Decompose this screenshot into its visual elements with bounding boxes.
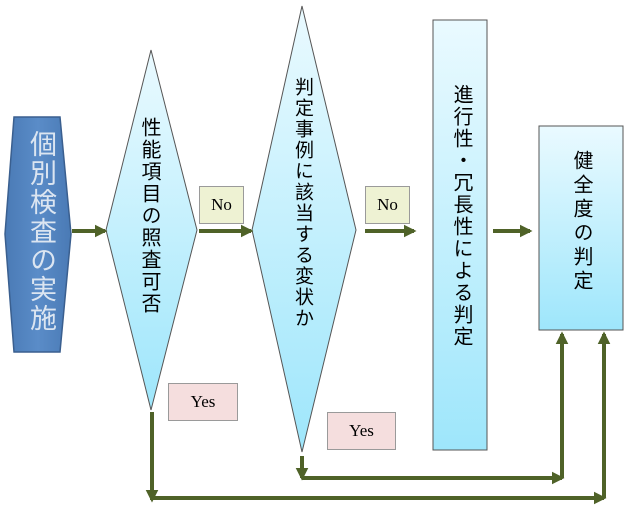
performance-check-label: 性能項目の照査可否 [138,117,162,315]
result-label: 健全度の判定 [570,150,594,294]
result-box-shape [538,125,624,331]
performance-check-decision-shape [105,49,198,411]
start-node-label: 個別検査の実施 [25,130,56,333]
progress-check-box-shape [432,19,488,451]
yes-label-1: Yes [168,383,238,421]
case-match-decision-shape [251,5,357,453]
start-node-shape [4,116,72,353]
progress-check-label: 進行性・冗長性による判定 [450,84,474,348]
yes-label-2: Yes [327,412,396,450]
no-label-1: No [199,186,244,224]
no-label-2: No [365,186,410,224]
case-match-label: 判定事例に該当する変状か [292,77,314,329]
